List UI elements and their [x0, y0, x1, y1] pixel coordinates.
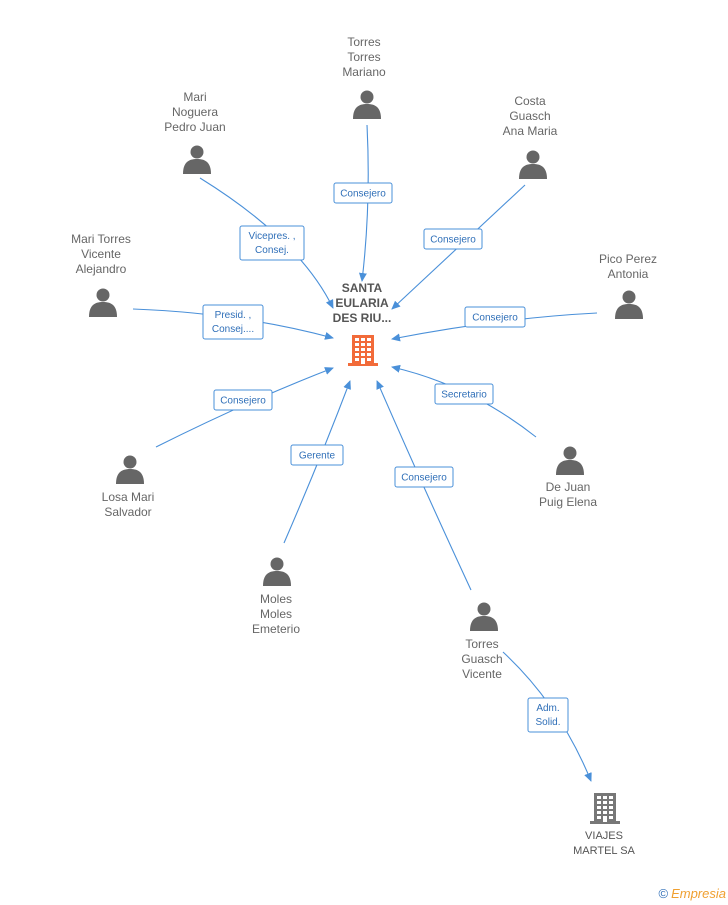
relationship-label: Consejero — [220, 396, 266, 407]
edge-torres-torres-mariano — [358, 124, 369, 282]
person-icon[interactable] — [183, 145, 211, 175]
person-icon[interactable] — [556, 446, 584, 476]
person-name-losa-mari-salvador-line: Losa Mari — [102, 490, 155, 504]
role-box-costa-guasch-ana-maria[interactable]: Consejero — [423, 228, 483, 250]
person-name-torres-guasch-vicente-line: Guasch — [461, 652, 502, 666]
relationship-label: Presid. , — [215, 310, 252, 321]
center-company-name-line: DES RIU... — [333, 311, 392, 325]
center-company-name-line: EULARIA — [335, 296, 389, 310]
relationship-label: Consejero — [472, 313, 518, 324]
person-name-torres-guasch-vicente-line: Vicente — [462, 667, 502, 681]
person-name-costa-guasch-ana-maria-line: Ana Maria — [503, 124, 558, 138]
role-box-viajes-martel[interactable]: Adm. Solid. — [527, 697, 569, 733]
person-name-torres-torres-mariano-line: Mariano — [342, 65, 386, 79]
person-name-moles-moles-emeterio-line: Moles — [260, 592, 292, 606]
brand-footer[interactable]: ©Empresia — [658, 886, 726, 901]
person-name-losa-mari-salvador-line: Salvador — [104, 505, 151, 519]
person-name-costa-guasch-ana-maria-line: Guasch — [509, 109, 550, 123]
person-name-moles-moles-emeterio-line: Emeterio — [252, 622, 300, 636]
person-icon[interactable] — [353, 90, 381, 120]
secondary-company-name-line: MARTEL SA — [573, 845, 635, 857]
role-box-moles-moles-emeterio[interactable]: Gerente — [290, 444, 344, 466]
person-icon[interactable] — [116, 455, 144, 485]
relationship-label: Secretario — [441, 390, 487, 401]
brand-name: Empresia — [671, 886, 726, 901]
person-name-mari-torres-vicente-alejandro-line: Alejandro — [76, 262, 127, 276]
person-icon[interactable] — [615, 290, 643, 320]
person-name-mari-torres-vicente-alejandro-line: Mari Torres — [71, 232, 131, 246]
secondary-company-name-line: VIAJES — [585, 830, 623, 842]
person-name-pico-perez-antonia-line: Pico Perez — [599, 252, 657, 266]
role-box-pico-perez-antonia[interactable]: Consejero — [464, 306, 526, 328]
relationship-label: Consejero — [340, 189, 386, 200]
person-name-mari-torres-vicente-alejandro-line: Vicente — [81, 247, 121, 261]
role-box-mari-noguera-pedro-juan[interactable]: Vicepres. , Consej. — [239, 225, 305, 261]
relationship-label: Adm. — [536, 703, 559, 714]
person-name-torres-torres-mariano-line: Torres — [347, 35, 380, 49]
person-name-mari-noguera-pedro-juan-line: Mari — [183, 90, 206, 104]
person-name-mari-noguera-pedro-juan-line: Pedro Juan — [164, 120, 225, 134]
relationship-label: Consej. — [255, 245, 289, 256]
person-name-pico-perez-antonia-line: Antonia — [608, 267, 649, 281]
relationship-label: Vicepres. , — [248, 231, 295, 242]
person-icon[interactable] — [519, 150, 547, 180]
relationship-label: Gerente — [299, 451, 336, 462]
role-box-losa-mari-salvador[interactable]: Consejero — [213, 389, 273, 411]
relationship-label: Consejero — [430, 235, 476, 246]
person-icon[interactable] — [470, 602, 498, 632]
relationship-label: Solid. — [535, 717, 560, 728]
relationship-label: Consejero — [401, 473, 447, 484]
role-box-torres-guasch-vicente[interactable]: Consejero — [394, 466, 454, 488]
person-icon[interactable] — [89, 288, 117, 318]
person-name-costa-guasch-ana-maria-line: Costa — [514, 94, 546, 108]
person-name-de-juan-puig-elena-line: Puig Elena — [539, 495, 597, 509]
person-name-torres-guasch-vicente-line: Torres — [465, 637, 498, 651]
person-icon[interactable] — [263, 557, 291, 587]
building-icon[interactable] — [348, 335, 378, 366]
copyright-icon: © — [658, 886, 669, 901]
role-box-mari-torres-vicente-alejandro[interactable]: Presid. , Consej.... — [202, 304, 264, 340]
person-name-moles-moles-emeterio-line: Moles — [260, 607, 292, 621]
center-company-name-line: SANTA — [342, 281, 383, 295]
role-box-torres-torres-mariano[interactable]: Consejero — [333, 182, 393, 204]
building-icon[interactable] — [590, 793, 620, 824]
person-name-mari-noguera-pedro-juan-line: Noguera — [172, 105, 218, 119]
person-name-torres-torres-mariano-line: Torres — [347, 50, 380, 64]
relationship-label: Consej.... — [212, 324, 254, 335]
person-name-de-juan-puig-elena-line: De Juan — [546, 480, 591, 494]
role-box-de-juan-puig-elena[interactable]: Secretario — [434, 383, 494, 405]
